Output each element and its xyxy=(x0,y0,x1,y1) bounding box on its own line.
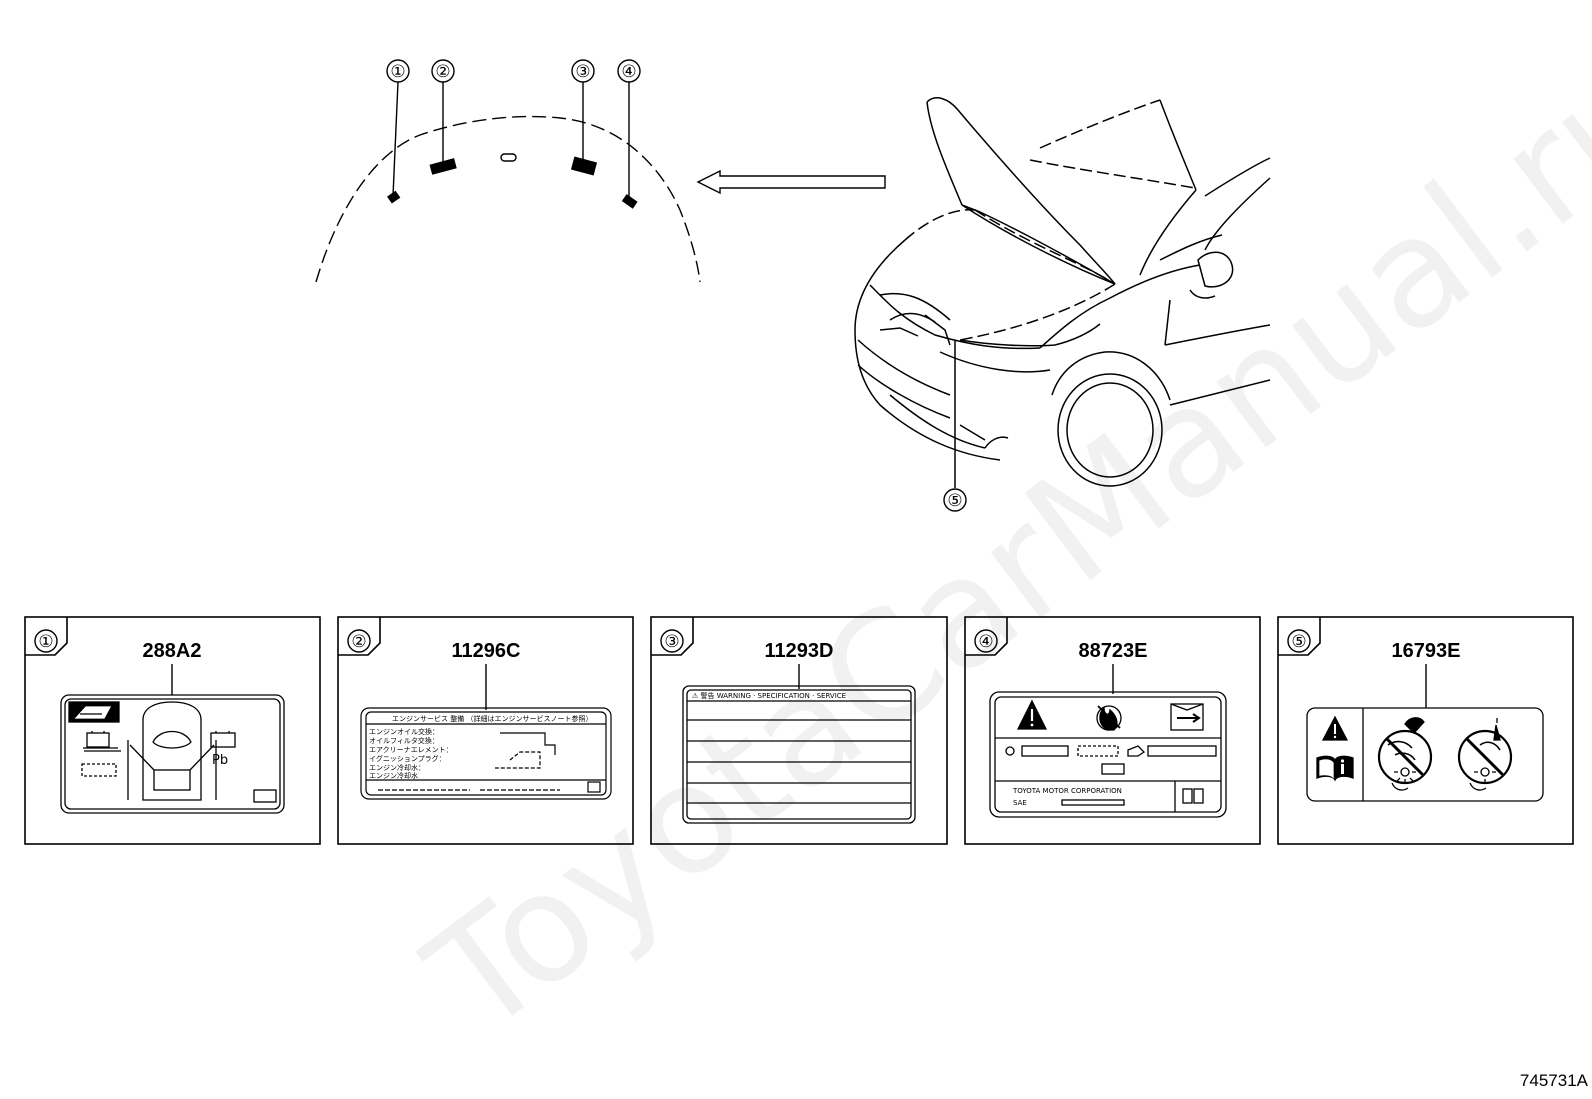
sticker4-footer-sae: SAE xyxy=(1013,799,1027,807)
hood-label-4 xyxy=(621,194,638,209)
car-illustration xyxy=(854,97,1271,488)
hood-latch xyxy=(500,153,517,162)
panel-index-1: ① xyxy=(38,632,53,652)
callout-4: ④ xyxy=(621,62,636,82)
engine-service-row-4: イグニッションプラグ： xyxy=(369,754,446,763)
hood-label-2 xyxy=(429,158,457,175)
info-book-icon xyxy=(1316,755,1354,782)
manual-icon xyxy=(68,701,120,723)
battery-icon xyxy=(210,731,236,748)
callout-3: ③ xyxy=(575,62,590,82)
panel-index-2: ② xyxy=(351,632,366,652)
battery-pb-label: Pb xyxy=(212,753,228,768)
callout-1: ① xyxy=(390,62,405,82)
sticker-11293D xyxy=(682,685,916,824)
engine-service-row-6: エンジン冷却水 xyxy=(369,771,418,780)
illustration-id: 745731A xyxy=(1519,1071,1588,1090)
hood-label-1 xyxy=(387,190,401,204)
engine-service-row-1: エンジンオイル交換： xyxy=(369,727,439,736)
panel-index-5: ⑤ xyxy=(1291,632,1306,652)
wrench-book-icon xyxy=(1170,703,1204,731)
panel-frames xyxy=(24,616,1574,845)
flame-icon xyxy=(1096,705,1122,731)
engine-service-row-2: オイルフィルタ交換： xyxy=(369,736,439,745)
engine-service-row-5: エンジン冷却水： xyxy=(369,763,425,772)
sticker-11296C xyxy=(360,707,612,800)
view-arrow xyxy=(696,169,886,195)
part-number-5: 16793E xyxy=(1392,640,1461,662)
part-number-3: 11293D xyxy=(765,640,834,662)
panel-index-3: ③ xyxy=(664,632,679,652)
sticker-88723E xyxy=(989,691,1227,818)
callout-5: ⑤ xyxy=(947,491,962,511)
no-spray-icon xyxy=(1377,717,1433,791)
engine-service-header: エンジンサービス 整備 （詳細はエンジンサービスノート参照） xyxy=(392,714,592,723)
engine-service-row-3: エアクリーナエレメント： xyxy=(369,746,453,754)
hood-outline xyxy=(315,81,701,283)
hood-label-3 xyxy=(570,156,598,176)
callout-2: ② xyxy=(435,62,450,82)
sticker4-footer-left: TOYOTA MOTOR CORPORATION xyxy=(1012,787,1122,795)
part-number-2: 11296C xyxy=(452,640,521,662)
no-spray-icon xyxy=(1457,718,1513,791)
sticker-288A2 xyxy=(60,694,285,814)
part-number-4: 88723E xyxy=(1079,640,1148,662)
warning-header: ⚠ 警告 WARNING · SPECIFICATION · SERVICE xyxy=(692,691,846,700)
panel-index-4: ④ xyxy=(978,632,993,652)
battery-icon xyxy=(83,731,121,752)
part-number-1: 288A2 xyxy=(143,640,202,662)
sticker-16793E xyxy=(1306,707,1544,802)
